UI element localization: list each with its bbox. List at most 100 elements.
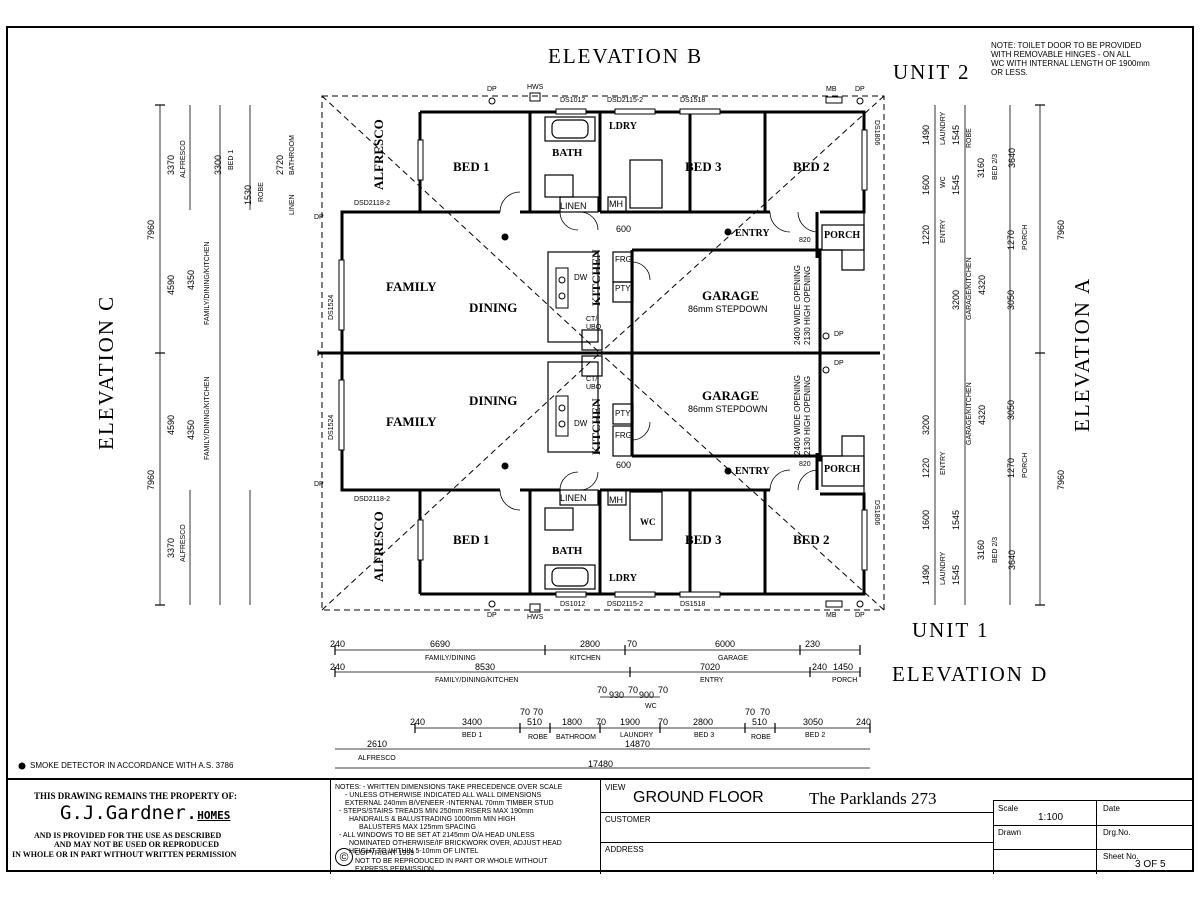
dim-label: WC	[940, 176, 947, 188]
window-label: DS1524	[328, 414, 335, 440]
toilet-door-note: NOTE: TOILET DOOR TO BE PROVIDED WITH RE…	[991, 41, 1150, 77]
window-label: DSD2118-2	[354, 200, 391, 207]
copyright-line: NOT TO BE REPRODUCED IN PART OR WHOLE WI…	[355, 858, 548, 865]
dim-value: 4590	[166, 274, 176, 295]
note-line: BALUSTERS MAX 125mm SPACING	[359, 824, 476, 831]
door-width: 820	[799, 461, 811, 468]
dim-label: GARAGE	[718, 655, 748, 662]
dim-value: 1490	[921, 564, 931, 585]
ubo-label: UBO	[586, 384, 602, 391]
dim-value: 70	[628, 685, 639, 695]
use-text: AND MAY NOT BE USED OR REPRODUCED	[54, 840, 220, 849]
note-line: WITH REMOVABLE HINGES - ON ALL	[991, 50, 1131, 59]
dim-value: 1530	[243, 184, 253, 205]
dim-label: BED 1	[228, 149, 235, 170]
elevation-b-label: ELEVATION B	[548, 44, 704, 68]
dim-label: WC	[645, 703, 657, 710]
dim-value: 3200	[921, 414, 931, 435]
note-line: EXTERNAL 240mm B/VENEER -INTERNAL 70mm T…	[345, 800, 554, 807]
dim-label: ALFRESCO	[180, 140, 187, 178]
dim-label: BED 2/3	[992, 153, 999, 180]
note-line: NOTE: TOILET DOOR TO BE PROVIDED	[991, 41, 1142, 50]
dim-value: 240	[856, 717, 872, 727]
dim-value: 7020	[700, 662, 721, 672]
note-line: - UNLESS OTHERWISE INDICATED ALL WALL DI…	[345, 792, 542, 799]
dim-label: ENTRY	[940, 451, 947, 475]
dim-label: LINEN	[289, 194, 296, 215]
window-label: DS1518	[680, 601, 706, 608]
dim-value: 3160	[976, 157, 986, 178]
dim-value: 1600	[921, 174, 931, 195]
dim-value: 2800	[693, 717, 714, 727]
dim-value: 4320	[977, 274, 987, 295]
dim-value: 6690	[430, 639, 451, 649]
view-label: VIEW	[605, 783, 626, 792]
dim-value: 7960	[1056, 469, 1066, 490]
room-garage-u1: GARAGE	[702, 388, 760, 403]
unit1-thin-walls	[544, 355, 865, 590]
scale-label: Scale	[998, 804, 1019, 813]
dp-marker: DP	[314, 214, 324, 221]
dim-value: 70	[760, 707, 771, 717]
smoke-detectors	[18, 228, 732, 770]
dim-value: 3400	[462, 717, 483, 727]
notes-panel: NOTES: - WRITTEN DIMENSIONS TAKE PRECEDE…	[330, 780, 600, 874]
dim-value: 1600	[921, 509, 931, 530]
unit2-thin-walls	[544, 116, 865, 351]
dim-value: 8530	[475, 662, 496, 672]
dimension-ticks	[155, 104, 1045, 733]
door-width: 600	[616, 224, 632, 234]
note-line: NOTES: - WRITTEN DIMENSIONS TAKE PRECEDE…	[335, 784, 563, 791]
pantry-u2: PTY	[615, 284, 631, 293]
room-family-u1: FAMILY	[386, 414, 437, 429]
room-dining-u1: DINING	[469, 393, 518, 408]
dim-value: 1900	[620, 717, 641, 727]
pantry-u1: PTY	[615, 409, 631, 418]
window-label: DSD2115-2	[607, 601, 644, 608]
cooktop-u1: CT/UBO	[586, 376, 601, 392]
note-line: HEIGHT TO WITHIN 5-10mm OF LINTEL	[349, 848, 479, 855]
hws-marker: HWS	[527, 614, 544, 621]
room-bath-u2: BATH	[552, 147, 583, 159]
kitchen-fixtures	[555, 267, 569, 437]
window-label: DSD2115-2	[607, 97, 644, 104]
room-ldry-u2: LDRY	[609, 121, 637, 132]
dim-value: 240	[812, 662, 828, 672]
dp-marker: DP	[855, 612, 865, 619]
dim-label: LAUNDRY	[940, 551, 947, 585]
copyright-line: EXPRESS PERMISSION.	[355, 866, 436, 873]
dim-value: 510	[527, 717, 543, 727]
room-alfresco-u2: ALFRESCO	[371, 119, 386, 190]
dim-value: 70	[596, 717, 607, 727]
dim-label: ENTRY	[940, 219, 947, 243]
dim-label: FAMILY/DINING/KITCHEN	[204, 376, 211, 461]
scale-value: 1:100	[1038, 812, 1064, 823]
general-notes: NOTES: - WRITTEN DIMENSIONS TAKE PRECEDE…	[335, 784, 562, 856]
dim-value: 3300	[213, 154, 223, 175]
hws-marker: HWS	[527, 84, 544, 91]
dim-value: 1220	[921, 224, 931, 245]
service-markers	[488, 92, 864, 613]
dim-label: PORCH	[1022, 224, 1029, 250]
dim-value: 70	[627, 639, 638, 649]
dim-value: 1545	[951, 124, 961, 145]
dim-value: 4350	[186, 269, 196, 290]
dim-value: 2800	[580, 639, 601, 649]
dim-value: 70	[658, 717, 669, 727]
door-width: 600	[616, 460, 632, 470]
dim-value: 7960	[146, 469, 156, 490]
brand-name: G.J.Gardner.	[60, 802, 198, 824]
door-swings	[499, 191, 819, 511]
cooktop-u2: CT/UBO	[586, 316, 601, 332]
opening-width: 2400 WIDE OPENING	[793, 374, 802, 455]
room-mh-u2: MH	[609, 199, 623, 209]
dim-value: 510	[752, 717, 768, 727]
dim-label: ROBE	[751, 734, 771, 741]
dp-marker: DP	[487, 612, 497, 619]
dim-value: 70	[658, 685, 669, 695]
date-panel: Date Drg.No. Sheet No. 3 OF 5	[1096, 800, 1193, 874]
dim-value: 1270	[1006, 457, 1016, 478]
dp-marker: DP	[314, 481, 324, 488]
